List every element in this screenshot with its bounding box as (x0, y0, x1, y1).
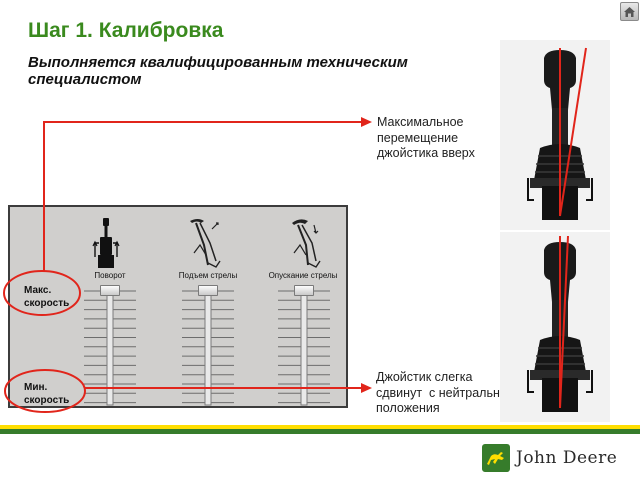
max-speed-label: Макс. скорость (24, 285, 70, 309)
home-icon (624, 7, 635, 17)
max-speed-highlight (3, 270, 81, 316)
boom-lower-icon (292, 219, 321, 268)
min-speed-highlight (4, 369, 86, 413)
boom-raise-icon (190, 219, 221, 268)
page-title: Шаг 1. Калибровка (28, 19, 224, 42)
joystick-full-up-image (500, 40, 610, 230)
min-speed-label: Мин. скорость (24, 382, 70, 406)
joystick-rotate-icon (92, 218, 120, 268)
slider-knob-rotate[interactable] (100, 285, 120, 296)
john-deere-logo: John Deere (482, 444, 617, 472)
page-subtitle: Выполняется квалифицированным технически… (28, 54, 408, 88)
footer-stripe (0, 425, 640, 434)
logo-text-john: John (516, 448, 557, 468)
home-button[interactable] (620, 2, 639, 21)
deer-logo-icon (482, 444, 510, 472)
logo-text-deere: Deere (562, 448, 618, 468)
calibration-panel: Поворот Подъем стрелы Опускание стрелы М… (8, 205, 348, 408)
joystick-slight-move-image (500, 232, 610, 422)
arrowhead-top-icon (361, 117, 372, 127)
bottom-callout-note: Джойстик слегка сдвинут с нейтрального п… (376, 370, 519, 415)
column-label-boom-raise: Подъем стрелы (178, 271, 238, 280)
slider-knob-boom-lower[interactable] (294, 285, 314, 296)
arrowhead-bottom-icon (361, 383, 372, 393)
column-label-rotate: Поворот (94, 271, 126, 280)
top-callout-note: Максимальное перемещение джойстика вверх (377, 115, 475, 160)
slider-scales (84, 288, 330, 406)
callout-line-top (43, 121, 362, 271)
column-label-boom-lower: Опускание стрелы (268, 271, 338, 280)
slider-knob-boom-raise[interactable] (198, 285, 218, 296)
